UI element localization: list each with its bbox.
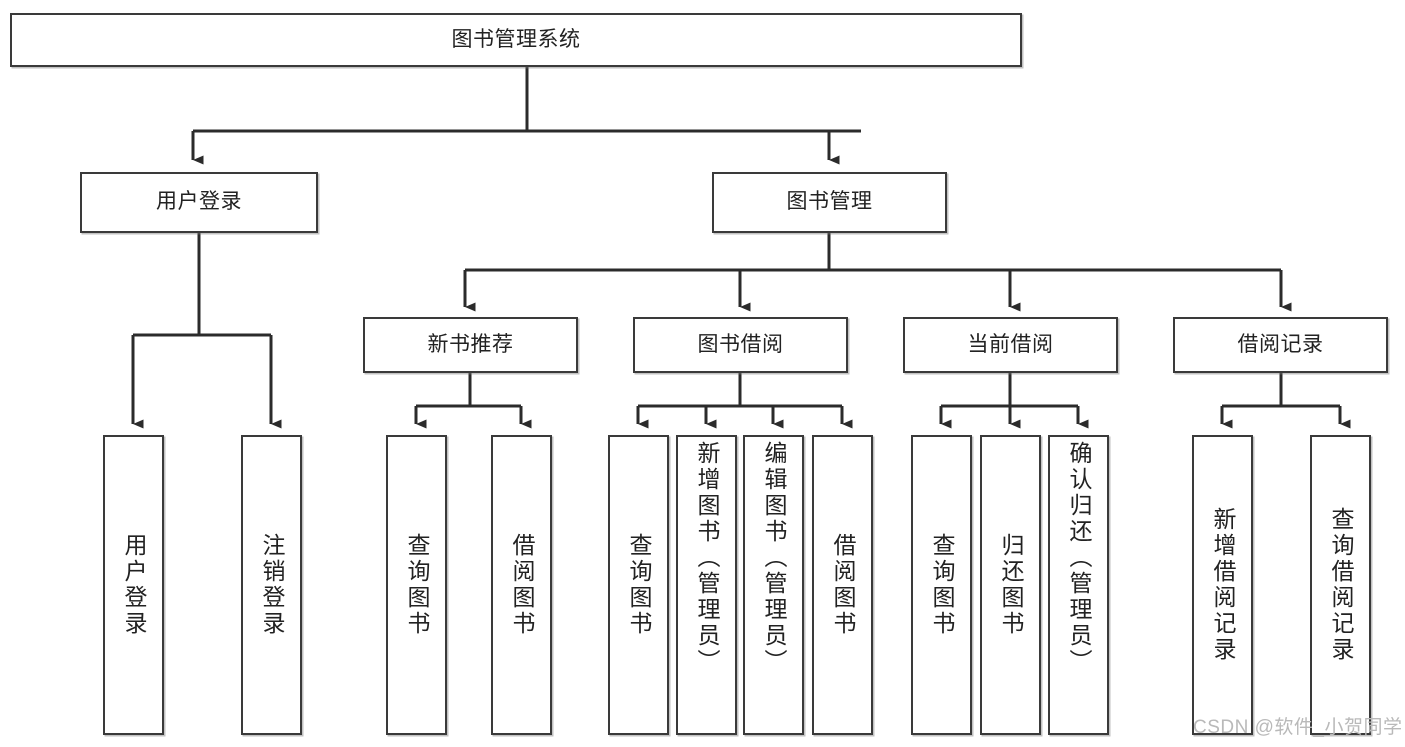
- node-label: 查询借阅记录: [1328, 507, 1354, 663]
- node-label: 图书借阅: [697, 332, 784, 356]
- node-label: 查询图书: [626, 533, 652, 637]
- node-label: 当前借阅: [967, 332, 1054, 356]
- node-new-book-recommend[interactable]: 新书推荐: [363, 317, 578, 373]
- node-borrow-record[interactable]: 借阅记录: [1173, 317, 1388, 373]
- node-user-login[interactable]: 用户登录: [80, 172, 318, 233]
- node-label: 注销登录: [259, 533, 285, 637]
- node-label: 归还图书: [998, 533, 1024, 637]
- node-root-book-management-system[interactable]: 图书管理系统: [10, 13, 1022, 67]
- node-leaf-user-login[interactable]: 用户登录: [103, 435, 164, 735]
- node-leaf-borrow-book[interactable]: 借阅图书: [812, 435, 873, 735]
- node-leaf-return-book[interactable]: 归还图书: [980, 435, 1041, 735]
- node-leaf-borrow-book-recommend[interactable]: 借阅图书: [491, 435, 552, 735]
- node-label: 新书推荐: [427, 332, 514, 356]
- node-leaf-query-borrow-record[interactable]: 查询借阅记录: [1310, 435, 1371, 735]
- node-book-manage[interactable]: 图书管理: [712, 172, 947, 233]
- node-leaf-query-book-borrow[interactable]: 查询图书: [608, 435, 669, 735]
- node-label: 新增图书（管理员）: [694, 441, 720, 675]
- node-leaf-add-book[interactable]: 新增图书（管理员）: [676, 435, 737, 735]
- node-label: 图书管理系统: [451, 27, 581, 51]
- node-leaf-query-book-current[interactable]: 查询图书: [911, 435, 972, 735]
- node-label: 确认归还（管理员）: [1066, 441, 1092, 675]
- node-leaf-query-book-recommend[interactable]: 查询图书: [386, 435, 447, 735]
- node-label: 借阅图书: [509, 533, 535, 637]
- node-label: 借阅记录: [1237, 332, 1324, 356]
- node-leaf-logout-login[interactable]: 注销登录: [241, 435, 302, 735]
- csdn-watermark: CSDN @软件_小贺同学: [1193, 717, 1403, 738]
- node-label: 图书管理: [786, 190, 873, 214]
- node-leaf-add-borrow-record[interactable]: 新增借阅记录: [1192, 435, 1253, 735]
- node-leaf-edit-book[interactable]: 编辑图书（管理员）: [743, 435, 804, 735]
- node-leaf-confirm-return[interactable]: 确认归还（管理员）: [1048, 435, 1109, 735]
- node-label: 查询图书: [404, 533, 430, 637]
- node-label: 查询图书: [929, 533, 955, 637]
- node-label: 编辑图书（管理员）: [761, 441, 787, 675]
- node-current-borrow[interactable]: 当前借阅: [903, 317, 1118, 373]
- node-label: 用户登录: [121, 533, 147, 637]
- node-label: 借阅图书: [830, 533, 856, 637]
- node-label: 新增借阅记录: [1210, 507, 1236, 663]
- node-book-borrow[interactable]: 图书借阅: [633, 317, 848, 373]
- node-label: 用户登录: [156, 190, 242, 214]
